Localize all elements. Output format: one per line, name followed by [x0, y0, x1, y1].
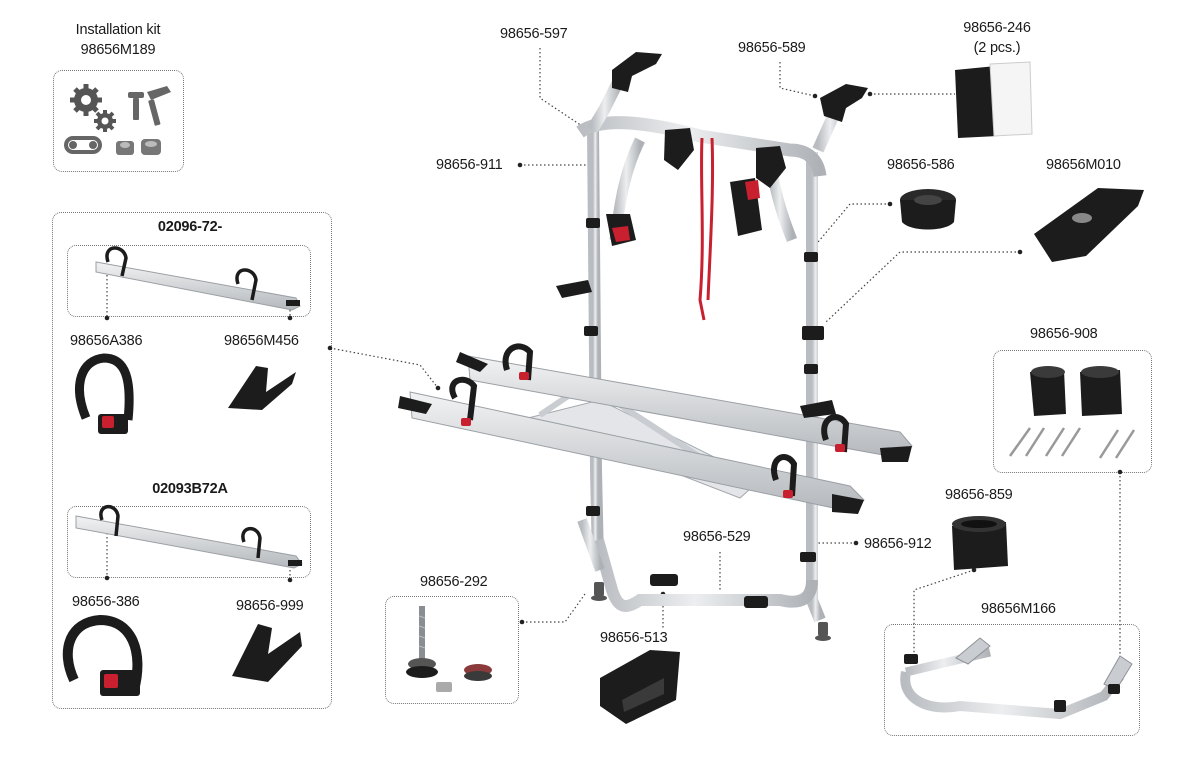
chain-link-icon — [64, 136, 102, 154]
part-label-98656-908: 98656-908 — [1030, 326, 1098, 342]
part-label-98656-859: 98656-859 — [945, 487, 1013, 503]
part-label-98656-292: 98656-292 — [420, 574, 488, 590]
strap-98656A386 — [75, 353, 134, 434]
top-hook-right — [820, 84, 868, 122]
rail-b-subbox — [67, 506, 311, 578]
rivet-kit-box — [993, 350, 1152, 473]
installation-kit-title: Installation kit — [75, 22, 161, 38]
adhesive-pads — [955, 61, 1033, 138]
part-label-98656-386: 98656-386 — [72, 594, 140, 610]
part-label-98656-912: 98656-912 — [864, 536, 932, 552]
shoe-98656-999 — [232, 624, 302, 682]
part-label-98656-529: 98656-529 — [683, 529, 751, 545]
feet-kit-box — [385, 596, 519, 704]
part-label-98656-513: 98656-513 — [600, 630, 668, 646]
support-bracket-98656-513 — [600, 650, 680, 724]
red-strap-cord — [698, 137, 715, 321]
support-plate-98656M010 — [1034, 188, 1144, 262]
rail-a-title: 02096-72- — [157, 219, 223, 235]
rail-strap-icons — [449, 343, 850, 497]
installation-kit-code: 98656M189 — [80, 42, 156, 58]
rail-b-drawing — [75, 505, 303, 569]
rivet-kit-98656-908 — [1008, 366, 1136, 459]
spacer-bracket-box — [884, 624, 1140, 736]
part-label-98656M166: 98656M166 — [981, 601, 1056, 617]
lower-frame-clamps — [650, 574, 768, 608]
shoe-98656M456 — [228, 366, 296, 410]
part-label-98656-597: 98656-597 — [500, 26, 568, 42]
rail-a-subbox — [67, 245, 311, 317]
top-hook-left — [612, 52, 662, 92]
nut-icon — [116, 139, 161, 155]
mount-brackets — [556, 218, 836, 562]
strap-buckle-red — [461, 372, 845, 498]
rail-b-title: 02093B72A — [152, 481, 228, 497]
screw-icon — [128, 86, 171, 126]
gear-icon — [70, 84, 116, 132]
foot-kit-98656-292 — [406, 606, 492, 692]
tube-98656-859 — [952, 516, 1008, 570]
installation-kit-box — [53, 70, 184, 172]
part-label-98656-911: 98656-911 — [436, 157, 503, 173]
part-label-98656-586: 98656-586 — [887, 157, 955, 173]
part-label-98656M010: 98656M010 — [1046, 157, 1121, 173]
part-label-98656M456: 98656M456 — [224, 333, 299, 349]
rail-a-drawing — [95, 246, 301, 311]
part-label-98656A386: 98656A386 — [70, 333, 143, 349]
part-label-98656-589: 98656-589 — [738, 40, 806, 56]
part-label-98656-246: 98656-246 — [963, 20, 1031, 36]
carrier-feet — [591, 582, 831, 641]
part-quantity-label: (2 pcs.) — [973, 40, 1021, 56]
round-spacer-98656-586 — [900, 189, 956, 230]
rail-options-box — [52, 212, 332, 709]
spacer-bracket-98656M166 — [900, 637, 1133, 720]
strap-98656-386 — [62, 614, 143, 696]
part-label-98656-999: 98656-999 — [236, 598, 304, 614]
leader-lines — [106, 48, 1121, 665]
